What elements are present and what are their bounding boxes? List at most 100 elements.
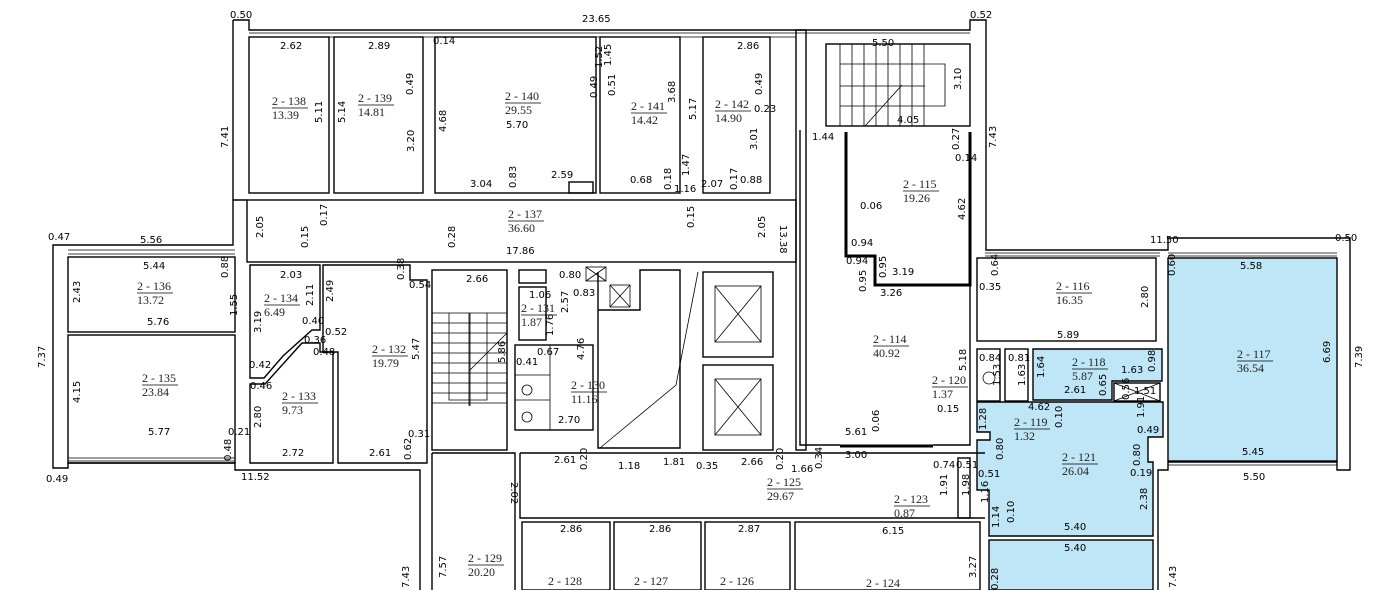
dimension-label: 0.28 (447, 226, 458, 248)
dimension-label: 1.52 (594, 46, 605, 68)
dimension-label: 0.14 (955, 153, 977, 164)
room-number: 2 - 115 (903, 177, 937, 191)
room-label: 2 - 124 (866, 576, 900, 590)
elevator-car (714, 285, 762, 343)
dimension-label: 3.26 (880, 288, 902, 299)
dimension-label: 0.95 (858, 270, 869, 292)
room-area: 14.81 (358, 105, 385, 119)
dimension-label: 5.45 (1242, 447, 1264, 458)
dimension-label: 0.52 (970, 10, 992, 21)
room-area: 26.04 (1062, 464, 1089, 478)
dimension-label: 5.56 (140, 235, 162, 246)
dimension-label: 0.95 (878, 256, 889, 278)
dimension-label: 0.18 (663, 168, 674, 190)
room-number: 2 - 119 (1014, 415, 1048, 429)
dimension-label: 5.14 (337, 101, 348, 123)
dimension-label: 1.91 (1136, 396, 1147, 418)
dimension-label: 2.61 (1064, 385, 1086, 396)
dimension-label: 0.49 (46, 474, 68, 485)
dimension-label: 3.20 (406, 130, 417, 152)
dimension-label: 0.15 (937, 404, 959, 415)
room-2-132-walls (322, 264, 428, 464)
dimension-label: 0.84 (979, 353, 1001, 364)
dimension-label: 2.03 (280, 270, 302, 281)
dimension-label: 1.51 (1134, 386, 1156, 397)
shaft-walls (597, 269, 681, 449)
dimension-label: 0.40 (302, 316, 324, 327)
elevator (702, 364, 774, 451)
dimension-label: 5.70 (506, 120, 528, 131)
dimension-label: 0.06 (871, 410, 882, 432)
room-number: 2 - 134 (264, 291, 298, 305)
dimension-label: 4.62 (1028, 402, 1050, 413)
room-number: 2 - 121 (1062, 450, 1096, 464)
dimension-label: 0.54 (409, 280, 431, 291)
dimension-label: 2.43 (72, 281, 83, 303)
room-area: 36.54 (1237, 361, 1264, 375)
shaft-ramp (599, 271, 699, 449)
wc-stalls (515, 345, 551, 430)
dimension-label: 5.11 (314, 101, 325, 123)
room-number: 2 - 137 (508, 207, 542, 221)
room-area: 9.73 (282, 403, 303, 417)
dimension-label: 2.66 (741, 457, 763, 468)
room-area: 1.37 (932, 387, 953, 401)
dimension-label: 2.49 (325, 280, 336, 302)
vent-shaft (585, 266, 607, 282)
dimension-label: 2.05 (757, 216, 768, 238)
room-area: 16.35 (1056, 293, 1083, 307)
room-area: 13.72 (137, 293, 164, 307)
dimension-label: 1.44 (812, 132, 834, 143)
room-area: 40.92 (873, 346, 900, 360)
dimension-label: 0.14 (433, 36, 455, 47)
dimension-label: 0.68 (630, 175, 652, 186)
dimension-label: 5.86 (497, 341, 508, 363)
room-number: 2 - 128 (548, 574, 582, 588)
room-2-127-walls (613, 521, 702, 590)
exterior-wall-left (52, 20, 421, 590)
room-number: 2 - 142 (715, 97, 749, 111)
dimension-label: 17.86 (506, 246, 535, 257)
room-number: 2 - 135 (142, 371, 176, 385)
dimension-label: 2.80 (253, 406, 264, 428)
dimension-label: 0.52 (325, 327, 347, 338)
toilet-icon (521, 411, 533, 423)
dimension-label: 5.58 (1240, 261, 1262, 272)
dimension-label: 1.81 (663, 457, 685, 468)
dimension-label: 0.06 (860, 201, 882, 212)
dimension-label: 7.43 (988, 126, 999, 148)
dimension-label: 4.62 (957, 198, 968, 220)
room-area: 23.84 (142, 385, 169, 399)
dimension-label: 0.88 (220, 256, 231, 278)
dimension-label: 0.80 (995, 438, 1006, 460)
room-area: 11.16 (571, 392, 598, 406)
dimension-label: 2.59 (551, 170, 573, 181)
elevator (702, 271, 774, 358)
room-2-142-walls (702, 36, 771, 194)
elevator-car (714, 378, 762, 436)
dimension-label: 3.04 (470, 179, 492, 190)
dimension-label: 0.15 (686, 206, 697, 228)
dimension-label: 1.98 (961, 474, 972, 496)
dimension-label: 0.41 (516, 357, 538, 368)
dimension-label: 1.18 (618, 461, 640, 472)
room-number: 2 - 126 (720, 574, 754, 588)
dimension-label: 0.51 (978, 469, 1000, 480)
room-2-121-fill (976, 401, 1164, 537)
dimension-label: 11.50 (1150, 235, 1179, 246)
dimension-label: 0.88 (740, 175, 762, 186)
